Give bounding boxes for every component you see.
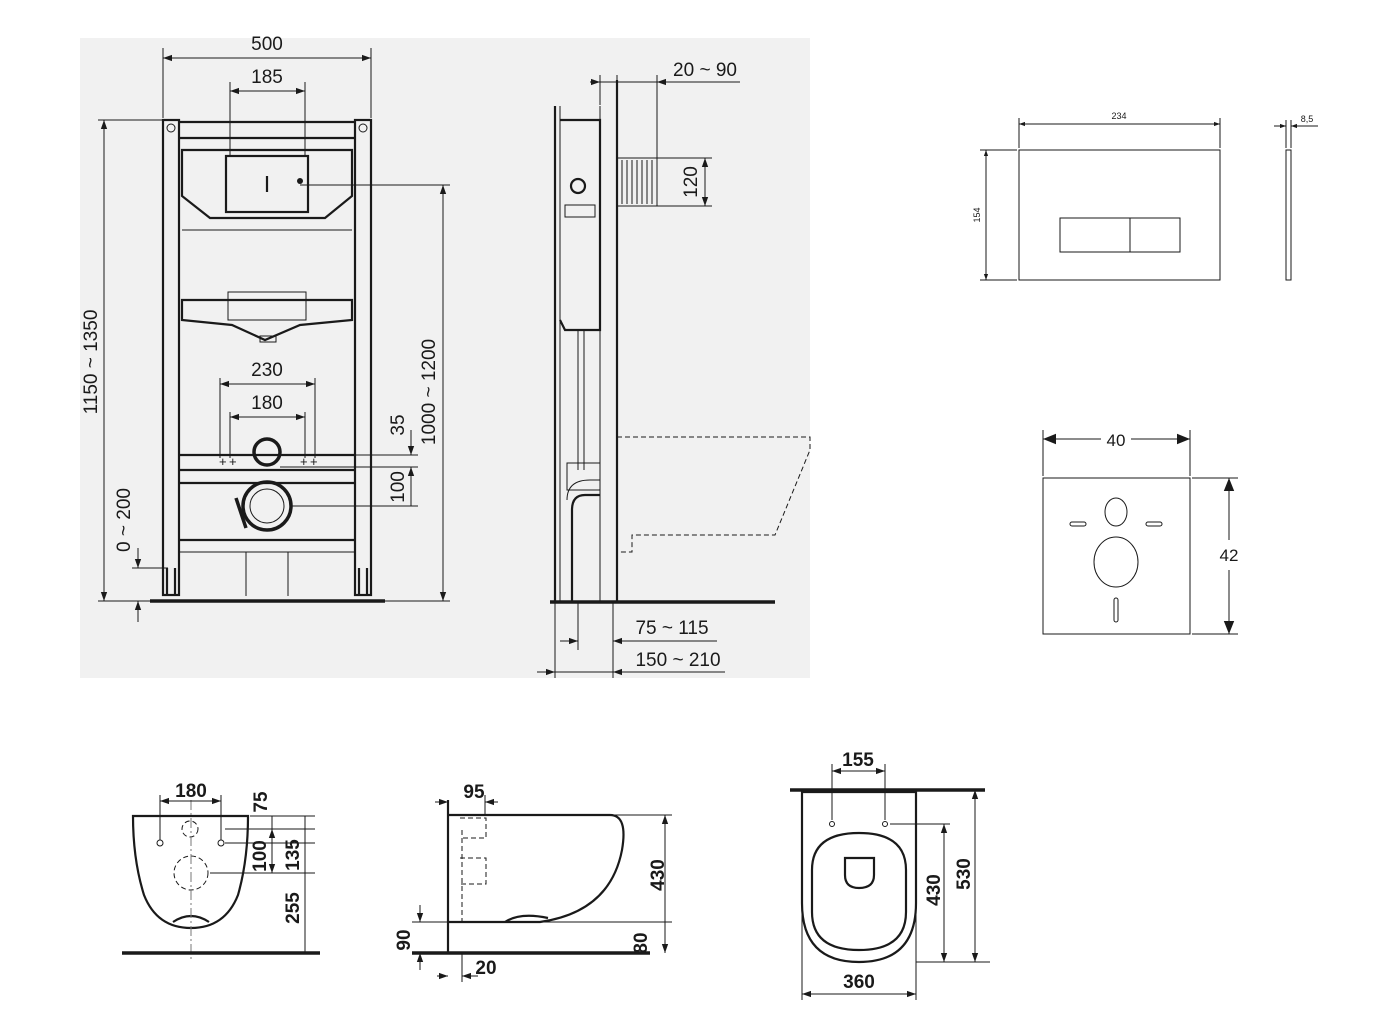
soundproof-pad bbox=[1042, 477, 1191, 635]
flush-plate bbox=[1018, 149, 1221, 281]
bowl-front-view: 180 75 100 135 255 bbox=[122, 781, 320, 960]
side-bowl-outline bbox=[617, 436, 811, 553]
dim-top-360: 360 bbox=[843, 972, 875, 993]
dim-pad-height: 42 bbox=[1220, 546, 1239, 565]
svg-text:+: + bbox=[229, 454, 237, 469]
bowl-top-view: 155 430 530 360 bbox=[790, 750, 990, 1000]
dim-bowl-bolts: 180 bbox=[175, 781, 207, 802]
cistern bbox=[180, 148, 354, 220]
cistern-bottom bbox=[180, 298, 354, 342]
pipe-thread bbox=[621, 160, 653, 204]
water-inlet bbox=[252, 437, 282, 467]
left-post bbox=[161, 118, 181, 597]
dim-top-bolts: 155 bbox=[842, 750, 874, 771]
dim-wall-range: 20 ~ 90 bbox=[673, 60, 737, 81]
dim-plate-width: 234 bbox=[1111, 111, 1126, 121]
frame-front-view: + + + + 500 185 230 180 bbox=[80, 34, 810, 678]
dim-depth-75: 75 ~ 115 bbox=[635, 618, 708, 639]
dim-bowl-80: 80 bbox=[631, 932, 652, 953]
frame-front-background bbox=[80, 38, 810, 678]
dim-bowl-20: 20 bbox=[475, 958, 496, 979]
dim-leg-range: 0 ~ 200 bbox=[114, 488, 135, 552]
dual-flush-buttons bbox=[1059, 217, 1181, 253]
bowl-side-outline bbox=[448, 813, 625, 924]
flush-plate-view: 234 154 8,5 bbox=[972, 111, 1318, 281]
dim-bowl-100: 100 bbox=[250, 840, 271, 872]
bowl-top-outline bbox=[800, 790, 918, 964]
dim-pipe-120: 120 bbox=[681, 166, 702, 198]
dim-bowl-255: 255 bbox=[283, 892, 304, 924]
soundproof-pad-view: 40 42 bbox=[1042, 430, 1239, 635]
dim-plate-height: 154 bbox=[972, 207, 982, 222]
dim-top-430: 430 bbox=[924, 874, 945, 906]
dim-pad-width: 40 bbox=[1107, 431, 1126, 450]
dim-bowl-95: 95 bbox=[463, 782, 485, 803]
dim-bowl-90: 90 bbox=[394, 929, 415, 950]
svg-text:+: + bbox=[300, 454, 308, 469]
flush-plate-side bbox=[1285, 149, 1292, 281]
dim-100: 100 bbox=[388, 471, 409, 503]
dim-35: 35 bbox=[388, 414, 409, 435]
bowl-seat-opening bbox=[810, 831, 908, 952]
dim-fixing-230: 230 bbox=[251, 360, 283, 381]
dim-bowl-75: 75 bbox=[251, 791, 272, 813]
dim-cistern-width: 185 bbox=[251, 67, 283, 88]
dim-fixing-180: 180 bbox=[251, 393, 283, 414]
dim-plate-thickness: 8,5 bbox=[1301, 114, 1314, 124]
dim-frame-height: 1150 ~ 1350 bbox=[81, 310, 102, 415]
dim-depth-150: 150 ~ 210 bbox=[635, 650, 720, 671]
bolt-markers: + + + + bbox=[219, 454, 318, 469]
dim-bowl-135: 135 bbox=[283, 839, 304, 871]
svg-text:+: + bbox=[219, 454, 227, 469]
right-post bbox=[353, 118, 373, 597]
dim-top-530: 530 bbox=[954, 858, 975, 890]
dim-actuator-height: 1000 ~ 1200 bbox=[419, 339, 440, 445]
dim-frame-width: 500 bbox=[251, 34, 283, 55]
bowl-side-view: 95 430 80 90 20 bbox=[394, 782, 672, 982]
svg-text:+: + bbox=[310, 454, 318, 469]
flush-opening bbox=[224, 154, 310, 214]
frame-side-view: 20 ~ 90 120 75 ~ 115 150 ~ 210 bbox=[537, 60, 811, 678]
dim-bowl-430: 430 bbox=[648, 859, 669, 891]
